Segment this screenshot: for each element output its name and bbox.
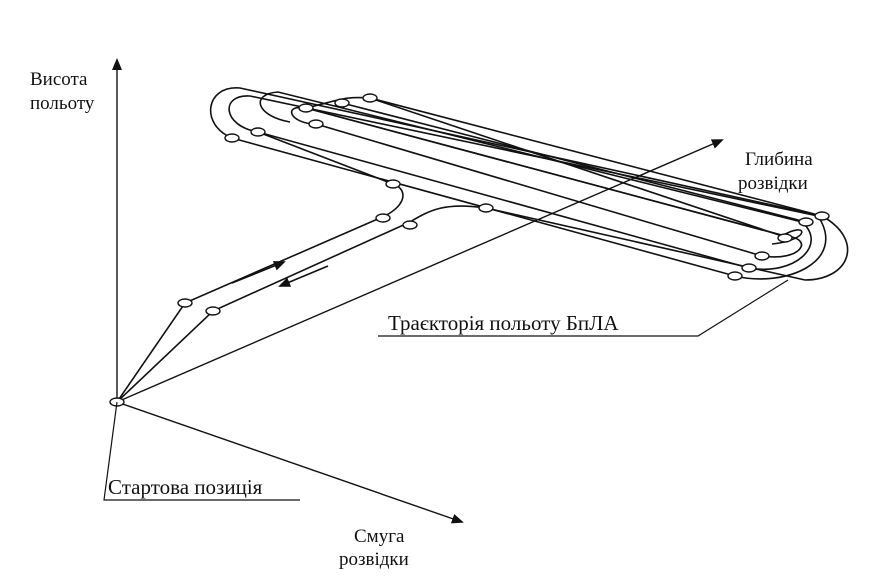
- racetrack-loop-2: [228, 95, 827, 280]
- pass-line-5: [341, 102, 807, 223]
- depth-axis-label-line2: розвідки: [738, 173, 808, 194]
- waypoint: [814, 211, 830, 221]
- trajectory-leader: [378, 279, 789, 337]
- height-axis-label-line1: Висота: [30, 69, 88, 90]
- labels: Висота польоту Глибина розвідки Смуга ро…: [30, 69, 813, 570]
- waypoint: [250, 127, 266, 137]
- waypoint: [741, 263, 757, 273]
- waypoint: [798, 217, 814, 227]
- waypoint: [754, 251, 770, 261]
- height-axis-label-line2: польоту: [30, 93, 95, 114]
- waypoint: [375, 213, 391, 223]
- direction-arrow-back: [278, 265, 329, 287]
- waypoint: [402, 220, 418, 230]
- leader-lines: [103, 279, 789, 501]
- pass-line-4: [305, 107, 786, 237]
- trajectory-label: Траєкторія польоту БпЛА: [388, 311, 619, 335]
- waypoint: [298, 103, 314, 113]
- waypoint: [727, 271, 743, 281]
- waypoint: [224, 133, 240, 143]
- start-leader: [103, 401, 300, 501]
- waypoints: [109, 93, 830, 407]
- trajectory-return: [116, 205, 806, 403]
- racetrack-loop-4: [290, 106, 803, 258]
- start-position-label: Стартова позиція: [108, 475, 263, 499]
- waypoint: [385, 179, 401, 189]
- depth-axis: [116, 139, 724, 403]
- strip-axis-label-line2: розвідки: [339, 549, 409, 570]
- waypoint: [177, 298, 193, 308]
- flight-trajectory: [116, 87, 849, 403]
- waypoint: [334, 98, 350, 108]
- waypoint: [308, 119, 324, 129]
- pass-line-3: [315, 123, 763, 257]
- direction-arrow-out: [231, 261, 286, 284]
- waypoint: [478, 203, 494, 213]
- strip-axis: [116, 401, 464, 524]
- waypoint: [205, 306, 221, 316]
- pass-line-6: [369, 97, 823, 217]
- pass-line-2: [257, 131, 750, 269]
- waypoint: [777, 233, 793, 243]
- axes: [112, 58, 724, 524]
- depth-axis-label-line1: Глибина: [745, 149, 813, 170]
- strip-axis-label-line1: Смуга: [354, 526, 405, 547]
- waypoint: [362, 93, 378, 103]
